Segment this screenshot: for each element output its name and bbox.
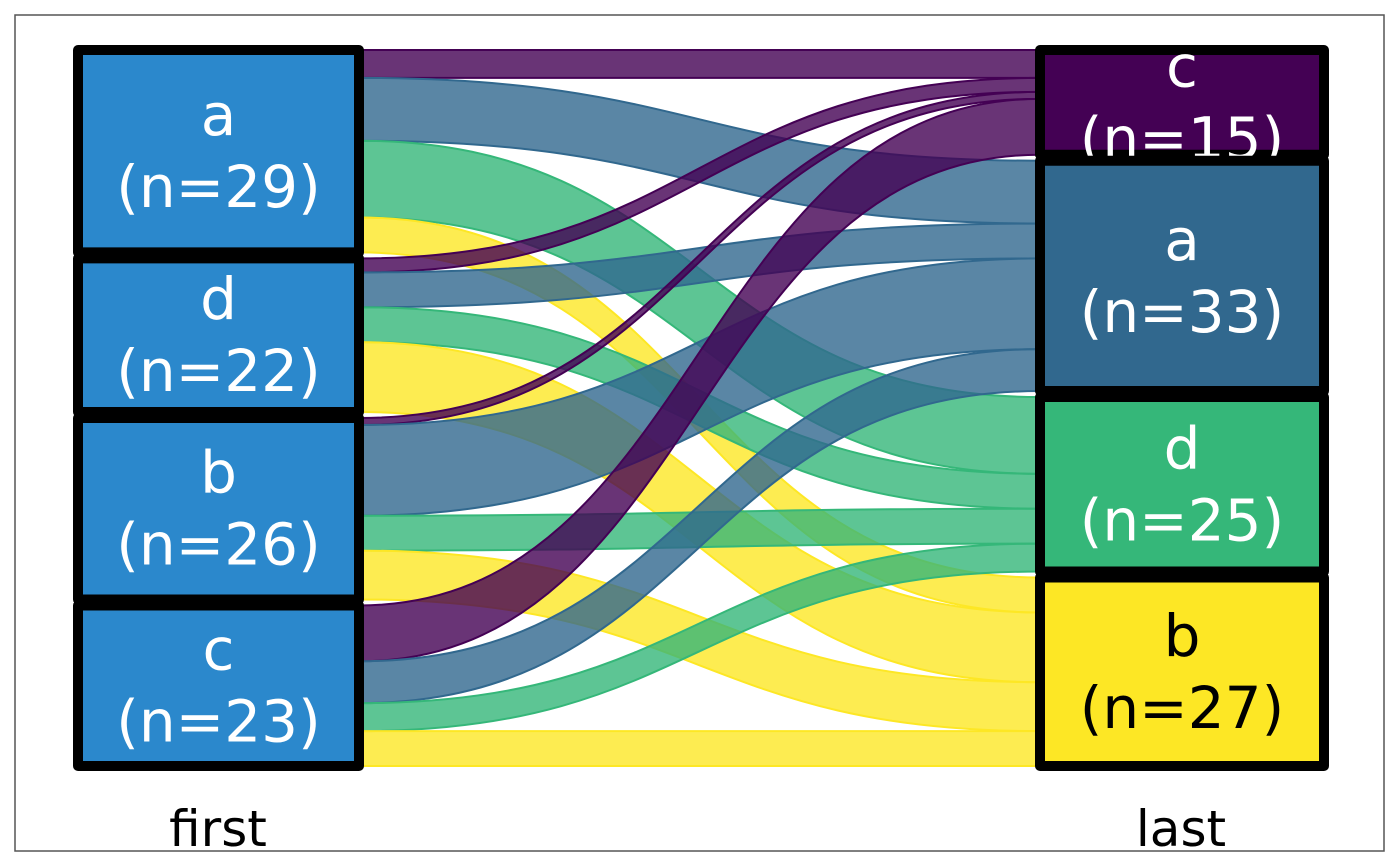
node-box-left-c (73, 600, 364, 772)
node-right-a: a(n=33) (1035, 155, 1329, 397)
node-right-d: d(n=25) (1035, 392, 1329, 577)
node-count-right-b: (n=27) (1080, 674, 1284, 742)
node-left-d: d(n=22) (73, 253, 364, 417)
node-box-right-a (1035, 155, 1329, 397)
node-name-right-d: d (1164, 414, 1201, 482)
node-box-left-b (73, 412, 364, 605)
node-count-left-d: (n=22) (116, 337, 320, 405)
axis-label-last: last (1136, 800, 1226, 858)
node-right-b: b(n=27) (1035, 572, 1329, 771)
node-box-left-a (73, 45, 364, 258)
axis-label-first: first (169, 800, 267, 858)
node-count-left-b: (n=26) (116, 511, 320, 579)
node-box-right-d (1035, 392, 1329, 577)
nodes-layer: a(n=29)d(n=22)b(n=26)c(n=23)c(n=15)a(n=3… (73, 32, 1329, 772)
node-name-right-a: a (1164, 206, 1200, 274)
node-name-left-c: c (203, 616, 235, 684)
node-count-right-a: (n=33) (1080, 278, 1284, 346)
flow-c-to-b (358, 730, 1041, 768)
node-count-left-c: (n=23) (116, 688, 320, 756)
flow-a-to-c (358, 48, 1041, 79)
node-name-left-a: a (201, 81, 237, 149)
flows-layer (358, 48, 1041, 768)
node-count-left-a: (n=29) (116, 153, 320, 221)
node-left-c: c(n=23) (73, 600, 364, 772)
node-right-c: c(n=15) (1035, 32, 1329, 172)
node-name-right-b: b (1164, 602, 1201, 670)
node-name-right-c: c (1166, 32, 1198, 100)
node-box-left-d (73, 253, 364, 417)
node-box-right-b (1035, 572, 1329, 771)
node-name-left-d: d (200, 265, 237, 333)
node-left-b: b(n=26) (73, 412, 364, 605)
node-count-right-d: (n=25) (1080, 486, 1284, 554)
node-name-left-b: b (200, 439, 237, 507)
node-box-right-c (1035, 45, 1329, 160)
node-left-a: a(n=29) (73, 45, 364, 258)
